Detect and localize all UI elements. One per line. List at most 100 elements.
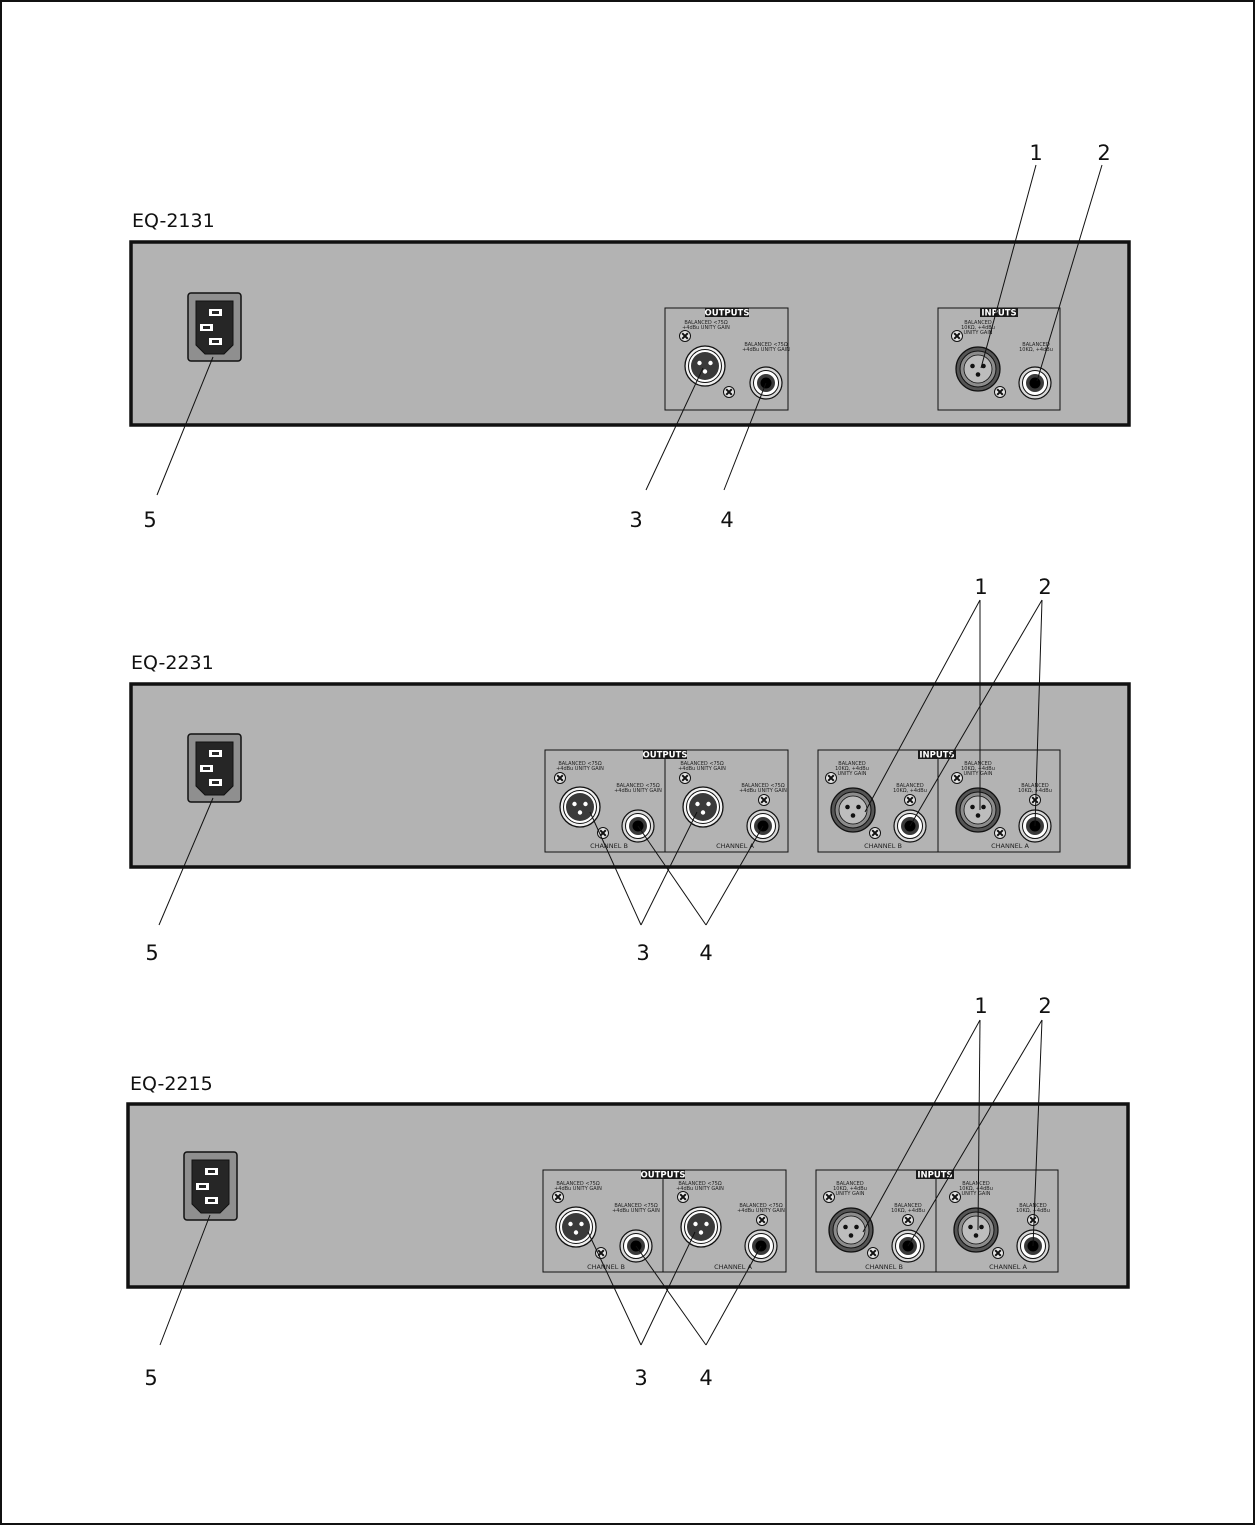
callout-5: 5 [144,1366,157,1390]
in-jack-label: BALANCED [1021,783,1049,789]
xlr-output-connector[interactable] [555,1206,597,1248]
channel-label: CHANNEL A [714,1263,752,1271]
screw-icon [551,1190,565,1204]
xlr-output-connector[interactable] [684,345,726,387]
callout-4: 4 [699,941,712,965]
out-jack-label: BALANCED <75Ω [614,1203,658,1209]
screw-icon [950,771,964,785]
out-jack-label: +4dBu UNITY GAIN [739,788,787,794]
screw-icon [903,793,917,807]
screw-icon [901,1213,915,1227]
in-xlr-label: 10KΩ, +4dBu [961,325,995,331]
in-xlr-label: 10KΩ, +4dBu [959,1186,993,1192]
screw-icon [553,771,567,785]
power-inlet [183,1151,238,1221]
chassis [129,682,1131,869]
callout-2: 2 [1097,141,1110,165]
in-jack-label: 10KΩ, +4dBu [1016,1208,1050,1214]
in-jack-label: BALANCED [1022,342,1050,348]
screw-icon [868,826,882,840]
callout-leaders [156,164,1103,496]
screw-icon [676,1190,690,1204]
callout-3: 3 [634,1366,647,1390]
xlr-output-connector[interactable] [682,786,724,828]
screw-icon [722,385,736,399]
out-jack-label: +4dBu UNITY GAIN [737,1208,785,1214]
out-jack-label: +4dBu UNITY GAIN [614,788,662,794]
in-jack-label: BALANCED [894,1203,922,1209]
in-xlr-label: 10KΩ, +4dBu [835,766,869,772]
in-xlr-label: 10KΩ, +4dBu [833,1186,867,1192]
inputs-plate: INPUTS BALANCED 10KΩ, +4dBu UNITY GAIN B… [815,1169,1059,1273]
xlr-input-connector[interactable] [830,787,876,833]
out-jack-label: BALANCED <75Ω [739,1203,783,1209]
callout-4: 4 [699,1366,712,1390]
out-xlr-label: BALANCED <75Ω [556,1181,600,1187]
screw-icon [948,1190,962,1204]
jack-input-connector[interactable] [1018,366,1052,400]
outputs-plate: OUTPUTS BALANCED <75Ω +4dBu UNITY GAIN B… [542,1169,787,1273]
model-label: EQ-2131 [132,210,215,232]
out-jack-label: +4dBu UNITY GAIN [742,347,790,353]
out-xlr-label: +4dBu UNITY GAIN [678,766,726,772]
in-jack-label: 10KΩ, +4dBu [1019,347,1053,353]
in-xlr-label: UNITY GAIN [963,330,992,336]
callout-leaders [159,1019,1043,1346]
unit-eq2231: EQ-2231 OUTPUTS BALANCED <75Ω +4dBu UNIT… [129,575,1131,965]
callout-5: 5 [145,941,158,965]
callout-2: 2 [1038,575,1051,599]
out-xlr-label: BALANCED <75Ω [558,761,602,767]
out-jack-label: +4dBu UNITY GAIN [612,1208,660,1214]
inputs-plate: INPUTS BALANCED 10KΩ, +4dBu UNITY GAIN B… [817,749,1061,853]
unit-eq2215: EQ-2215 OUTPUTS BALANCED <75Ω +4dBu UNIT… [126,994,1130,1390]
xlr-output-connector[interactable] [680,1206,722,1248]
xlr-input-connector[interactable] [955,787,1001,833]
power-inlet [187,733,242,803]
outputs-title: OUTPUTS [643,751,688,761]
callout-2: 2 [1038,994,1051,1018]
out-jack-label: BALANCED <75Ω [616,783,660,789]
screw-icon [824,771,838,785]
in-jack-label: BALANCED [896,783,924,789]
inputs-title: INPUTS [919,751,954,761]
in-xlr-label: UNITY GAIN [963,771,992,777]
screw-icon [993,826,1007,840]
out-xlr-label: BALANCED <75Ω [680,761,724,767]
channel-label: CHANNEL A [989,1263,1027,1271]
in-xlr-label: UNITY GAIN [961,1191,990,1197]
in-jack-label: 10KΩ, +4dBu [893,788,927,794]
model-label: EQ-2231 [131,652,214,674]
xlr-input-connector[interactable] [953,1207,999,1253]
callout-leaders [158,599,1043,926]
xlr-input-connector[interactable] [828,1207,874,1253]
screw-icon [1026,1213,1040,1227]
channel-label: CHANNEL B [587,1263,625,1271]
unit-eq2131: EQ-2131 OUTPUTS BALANCED <75Ω +4dBu UNIT… [129,141,1131,532]
in-jack-label: 10KΩ, +4dBu [1018,788,1052,794]
inputs-plate: INPUTS BALANCED 10KΩ, +4dBu UNITY GAIN B… [937,307,1061,411]
channel-label: CHANNEL A [716,842,754,850]
callout-1: 1 [1029,141,1042,165]
out-xlr-label: +4dBu UNITY GAIN [556,766,604,772]
callout-3: 3 [629,508,642,532]
inputs-title: INPUTS [981,309,1016,319]
callout-4: 4 [720,508,733,532]
model-label: EQ-2215 [130,1073,213,1095]
outputs-title: OUTPUTS [641,1171,686,1181]
screw-icon [755,1213,769,1227]
channel-label: CHANNEL B [865,1263,903,1271]
in-jack-label: 10KΩ, +4dBu [891,1208,925,1214]
out-xlr-label: +4dBu UNITY GAIN [554,1186,602,1192]
screw-icon [757,793,771,807]
channel-label: CHANNEL B [864,842,902,850]
inputs-title: INPUTS [917,1171,952,1181]
screw-icon [950,329,964,343]
in-xlr-label: BALANCED [964,761,992,767]
in-xlr-label: 10KΩ, +4dBu [961,766,995,772]
screw-icon [822,1190,836,1204]
xlr-input-connector[interactable] [955,346,1001,392]
in-xlr-label: BALANCED [964,320,992,326]
channel-label: CHANNEL A [991,842,1029,850]
channel-label: CHANNEL B [590,842,628,850]
screw-icon [1028,793,1042,807]
